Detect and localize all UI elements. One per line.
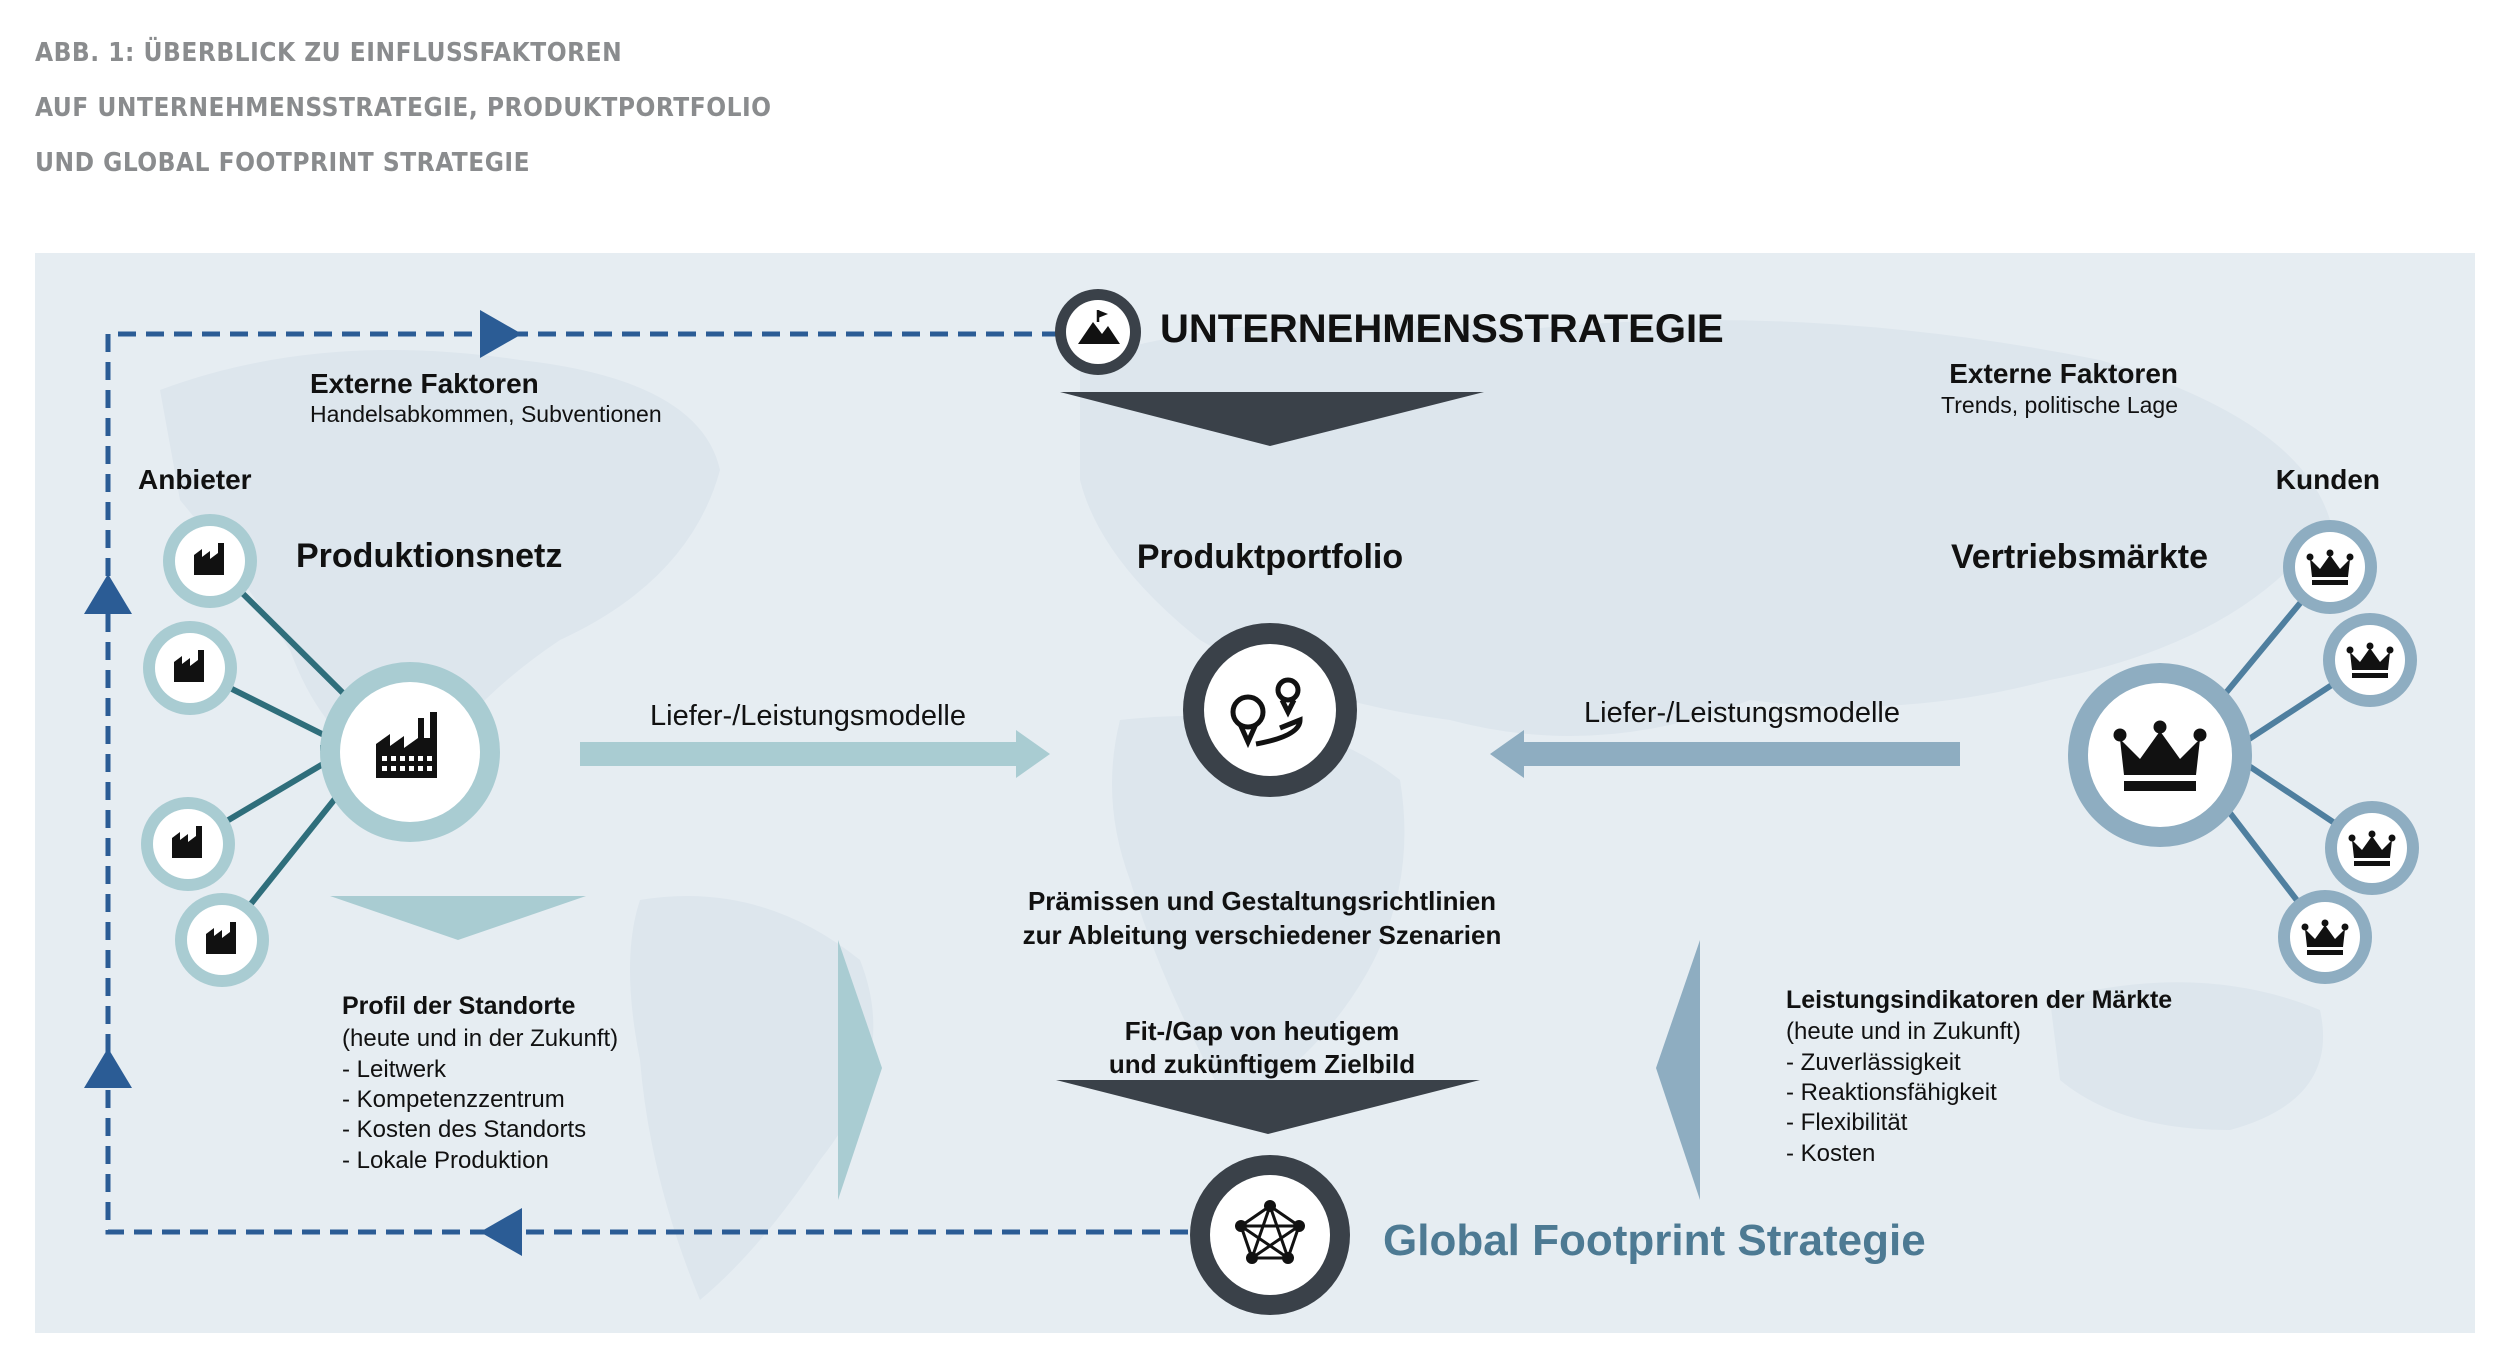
premises-line-1: Prämissen und Gestaltungsrichtlinien bbox=[1028, 886, 1496, 916]
caption-line-1: ABB. 1: ÜBERBLICK ZU EINFLUSSFAKTOREN bbox=[35, 38, 623, 68]
flow-arrow-left-to-center bbox=[580, 730, 1050, 778]
flow-arrow-right-to-center bbox=[1490, 730, 1960, 778]
indicators-title: Leistungsindikatoren der Märkte bbox=[1786, 986, 2172, 1014]
feedback-loop bbox=[84, 310, 1200, 1256]
production-network-title: Produktionsnetz bbox=[296, 537, 562, 575]
corporate-strategy-title: UNTERNEHMENSSTRATEGIE bbox=[1160, 307, 1724, 351]
site-profile-title: Profil der Standorte bbox=[342, 992, 575, 1020]
site-profile-item: - Kosten des Standorts bbox=[342, 1116, 586, 1143]
global-footprint-node bbox=[1190, 1155, 1350, 1315]
corporate-strategy-node bbox=[1055, 289, 1141, 375]
mountain-flag-icon bbox=[1078, 310, 1120, 344]
caption-line-3: UND GLOBAL FOOTPRINT STRATEGIE bbox=[35, 148, 531, 178]
indicators-item: - Kosten bbox=[1786, 1140, 1875, 1167]
indicators-item: - Flexibilität bbox=[1786, 1109, 1908, 1136]
supplier-label: Anbieter bbox=[138, 464, 252, 495]
site-profile-subtitle: (heute und in der Zukunft) bbox=[342, 1025, 618, 1052]
profile-to-footprint-arrow bbox=[838, 940, 882, 1200]
influence-diagram: UNTERNEHMENSSTRATEGIE Externe Faktoren H… bbox=[84, 289, 2419, 1315]
route-pins-icon bbox=[1230, 677, 1303, 749]
loop-arrow-left bbox=[480, 1208, 522, 1256]
loop-arrow-up-lower bbox=[84, 1048, 132, 1088]
flow-right-label: Liefer-/Leistungsmodelle bbox=[1584, 697, 1900, 729]
loop-arrow-up-upper bbox=[84, 574, 132, 614]
production-network bbox=[141, 514, 500, 987]
customer-label: Kunden bbox=[2276, 464, 2380, 495]
site-profile-list: Profil der Standorte (heute und in der Z… bbox=[342, 992, 618, 1174]
network-star-icon bbox=[1235, 1200, 1305, 1264]
market-indicators-list: Leistungsindikatoren der Märkte (heute u… bbox=[1786, 986, 2172, 1167]
product-portfolio-node bbox=[1183, 623, 1357, 797]
caption-line-2: AUF UNTERNEHMENSSTRATEGIE, PRODUKTPORTFO… bbox=[35, 93, 772, 123]
external-factors-right-title: Externe Faktoren bbox=[1949, 358, 2178, 389]
indicators-to-footprint-arrow bbox=[1656, 940, 1700, 1200]
premises-line-2: zur Ableitung verschiedener Szenarien bbox=[1023, 920, 1502, 950]
fit-gap-down-arrow bbox=[1056, 1080, 1480, 1134]
sales-markets-title: Vertriebsmärkte bbox=[1951, 538, 2208, 576]
fit-gap-line-2: und zukünftigem Zielbild bbox=[1109, 1049, 1415, 1079]
external-factors-left-title: Externe Faktoren bbox=[310, 368, 539, 399]
fit-gap-line-1: Fit-/Gap von heutigem bbox=[1125, 1016, 1399, 1046]
external-factors-right-subtitle: Trends, politische Lage bbox=[1941, 392, 2178, 418]
loop-arrow-right bbox=[480, 310, 522, 358]
sales-markets-network bbox=[2068, 520, 2419, 984]
strategy-down-arrow bbox=[1060, 392, 1484, 446]
indicators-item: - Reaktionsfähigkeit bbox=[1786, 1079, 1997, 1106]
indicators-item: - Zuverlässigkeit bbox=[1786, 1049, 1961, 1076]
indicators-subtitle: (heute und in Zukunft) bbox=[1786, 1018, 2021, 1045]
global-footprint-title: Global Footprint Strategie bbox=[1383, 1216, 1926, 1265]
flow-left-label: Liefer-/Leistungsmodelle bbox=[650, 700, 966, 732]
site-profile-item: - Lokale Produktion bbox=[342, 1147, 549, 1174]
site-profile-item: - Kompetenzzentrum bbox=[342, 1086, 565, 1113]
production-profile-arrow bbox=[330, 896, 586, 940]
external-factors-left-subtitle: Handelsabkommen, Subventionen bbox=[310, 401, 662, 427]
diagram-panel: UNTERNEHMENSSTRATEGIE Externe Faktoren H… bbox=[35, 253, 2475, 1333]
site-profile-item: - Leitwerk bbox=[342, 1056, 447, 1083]
product-portfolio-title: Produktportfolio bbox=[1137, 538, 1403, 576]
world-map-background bbox=[160, 320, 2330, 1300]
